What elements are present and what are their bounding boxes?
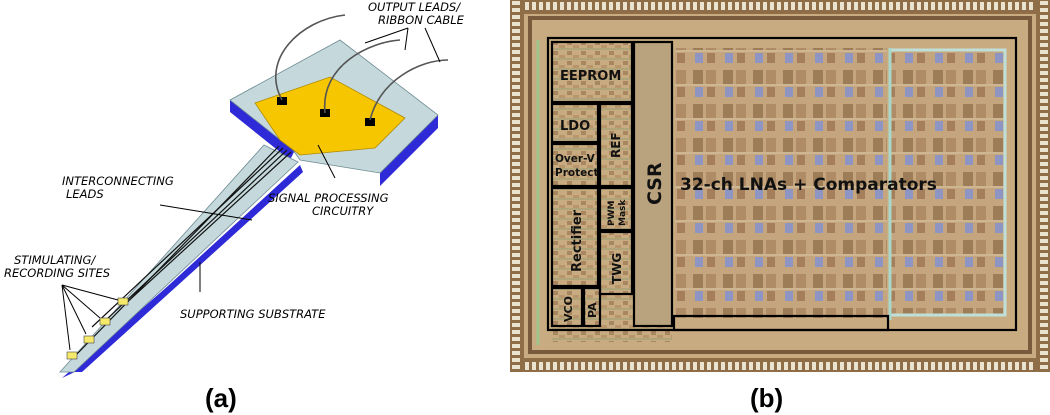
overv-label: Over-V <box>555 153 596 165</box>
pad-ring-left <box>510 0 524 372</box>
recording-sites-label: RECORDING SITES <box>4 266 110 280</box>
lna-array <box>675 48 887 318</box>
vco-label: VCO <box>562 296 575 322</box>
output-lead <box>369 59 449 121</box>
csr-label: CSR <box>644 162 666 205</box>
leads-label: LEADS <box>66 187 104 201</box>
recording-site <box>99 317 111 326</box>
platform-side <box>230 100 296 160</box>
ribbon-cable-label: RIBBON CABLE <box>378 13 465 27</box>
panel-a-label: (a) <box>205 383 237 413</box>
seal-ring <box>528 16 1032 354</box>
interconnect-lead <box>107 149 288 319</box>
supporting-substrate-label: SUPPORTING SUBSTRATE <box>180 307 326 321</box>
mask-label: Mask <box>618 199 628 226</box>
pwm-label: PWM <box>607 200 617 226</box>
interconnect-lead <box>123 151 292 306</box>
interconnecting-label: INTERCONNECTING <box>62 174 174 188</box>
recording-site <box>117 297 129 306</box>
output-lead <box>324 39 401 114</box>
comparator-array <box>888 48 1007 317</box>
platform-side-right <box>380 115 438 186</box>
chip-micrograph: EEPROM LDO Over-V Protect REF PWM Mask R… <box>510 0 1050 372</box>
pad-ring-bottom <box>510 358 1050 372</box>
signal-processing-label: SIGNAL PROCESSING <box>268 191 389 205</box>
interconnect-lead <box>91 147 284 328</box>
pa-label: PA <box>586 302 599 318</box>
bond-pad <box>277 97 287 105</box>
eeprom-label: EEPROM <box>560 69 621 84</box>
recording-site <box>66 351 78 360</box>
pad-ring-right <box>1036 0 1050 372</box>
ldo-label: LDO <box>560 119 590 134</box>
shank-side-2 <box>74 165 303 372</box>
block-outlines <box>546 36 1018 332</box>
pad-ring-top <box>510 0 1050 14</box>
output-lead <box>275 14 346 101</box>
stimulating-label: STIMULATING/ <box>14 253 96 267</box>
annotation-arrows <box>61 27 441 351</box>
circuitry-label: CIRCUITRY <box>312 204 374 218</box>
recording-site <box>83 335 95 344</box>
twg-label: TWG <box>610 253 624 284</box>
bond-pad <box>365 118 375 126</box>
lna-label: 32-ch LNAs + Comparators <box>680 175 937 195</box>
ref-label: REF <box>609 132 623 158</box>
probe-diagram: OUTPUT LEADS/ RIBBON CABLE INTERCONNECTI… <box>4 0 465 378</box>
rectifier-label: Rectifier <box>570 209 585 272</box>
csr-area <box>635 42 671 326</box>
output-leads-label: OUTPUT LEADS/ <box>368 0 461 14</box>
protect-label: Protect <box>555 167 598 179</box>
panel-b-label: (b) <box>750 383 784 413</box>
